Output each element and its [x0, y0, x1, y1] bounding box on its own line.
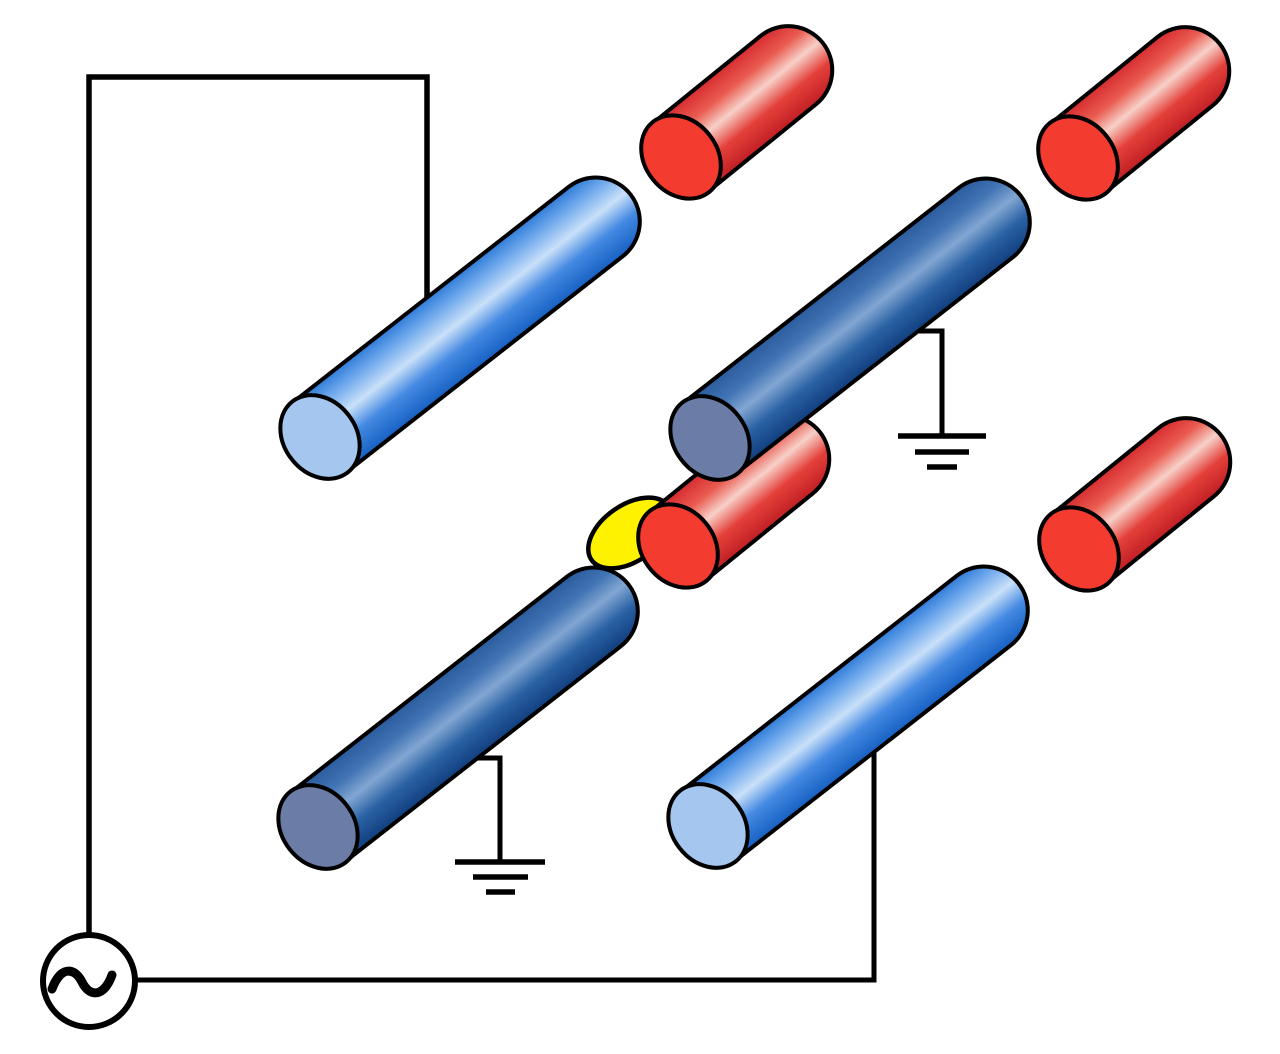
ac-source	[40, 932, 138, 1030]
ac-source-circle	[40, 932, 138, 1030]
rod-light-blue-top-left-body	[290, 175, 642, 474]
rod-light-blue-top-left-end-cap	[278, 393, 362, 481]
rod-red-center	[636, 413, 832, 590]
circuit-wire-left	[86, 74, 430, 936]
rod-red-center-end-cap	[636, 502, 720, 590]
ground-symbol-right-wire	[912, 328, 945, 436]
ground-symbol-left	[455, 755, 545, 895]
ground-symbol-left-wire	[470, 755, 503, 862]
rod-red-top-center-end-cap	[639, 113, 723, 201]
rod-dark-blue-bottom-left-body	[288, 565, 640, 864]
rod-light-blue-bottom-right-end-cap	[666, 782, 750, 870]
rod-red-middle-right	[1037, 416, 1233, 593]
ac-sine-icon	[47, 966, 117, 998]
rod-red-top-right-end-cap	[1036, 114, 1120, 202]
rod-light-blue-bottom-right	[666, 564, 1030, 870]
circuit-wire-right	[135, 750, 877, 983]
rod-red-top-right	[1036, 25, 1232, 202]
rod-dark-blue-right-body	[680, 176, 1032, 475]
rod-dark-blue-right-end-cap	[668, 394, 752, 482]
rod-dark-blue-bottom-left	[276, 565, 640, 871]
rod-light-blue-bottom-right-body	[678, 564, 1030, 863]
ground-symbol-right	[898, 328, 986, 470]
rod-red-middle-right-end-cap	[1037, 505, 1121, 593]
rod-dark-blue-right	[668, 176, 1032, 482]
rod-light-blue-top-left	[278, 175, 642, 481]
rod-dark-blue-bottom-left-end-cap	[276, 783, 360, 871]
rod-red-top-center	[639, 24, 835, 201]
